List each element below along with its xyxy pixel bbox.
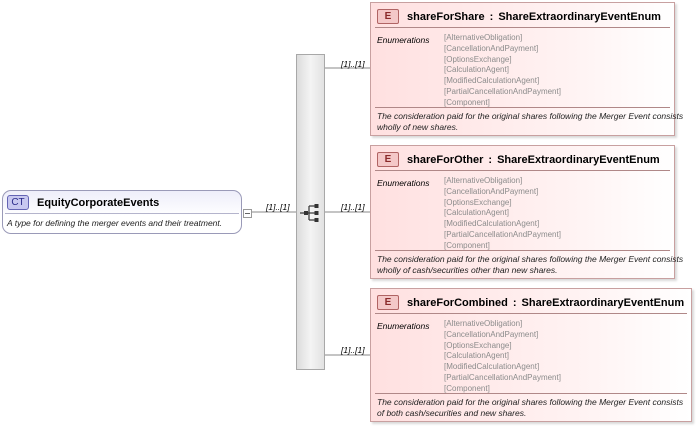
collapse-toggle-icon[interactable] (243, 209, 252, 218)
enum-value: [ModifiedCalculationAgent] (444, 362, 540, 372)
element-header: E shareForShare: ShareExtraordinaryEventE… (377, 9, 661, 24)
element-type: ShareExtraordinaryEventEnum (497, 153, 660, 166)
complex-type-badge: CT (7, 195, 29, 210)
complex-type-header: CT EquityCorporateEvents (7, 195, 159, 210)
element-type-separator: : (512, 296, 517, 309)
complex-type-box[interactable]: CT EquityCorporateEvents A type for defi… (2, 190, 242, 234)
enum-value: [ModifiedCalculationAgent] (444, 76, 540, 86)
element-header: E shareForOther: ShareExtraordinaryEventE… (377, 152, 660, 167)
element-name: shareForShare (407, 10, 485, 23)
element-documentation: The consideration paid for the original … (377, 111, 684, 132)
element-cardinality-label: [1]..[1] (341, 59, 365, 69)
element-badge: E (377, 295, 399, 310)
enumeration-list: [AlternativeObligation] [CancellationAnd… (444, 319, 561, 395)
ct-cardinality-label: [1]..[1] (266, 202, 290, 212)
element-box-share-for-other[interactable]: E shareForOther: ShareExtraordinaryEventE… (370, 145, 683, 279)
element-documentation: The consideration paid for the original … (377, 254, 684, 275)
complex-type-name: EquityCorporateEvents (37, 196, 160, 209)
enum-value: [CalculationAgent] (444, 208, 509, 218)
element-divider (375, 250, 670, 251)
enum-value: [AlternativeObligation] (444, 319, 523, 328)
enum-value: [AlternativeObligation] (444, 33, 523, 42)
element-type-separator: : (489, 10, 494, 23)
enum-value: [PartialCancellationAndPayment] (444, 372, 561, 382)
enum-value: [PartialCancellationAndPayment] (444, 229, 561, 239)
sequence-compositor-icon (300, 204, 319, 222)
element-title: shareForOther: ShareExtraordinaryEventEnu… (407, 154, 660, 166)
element-badge: E (377, 9, 399, 24)
element-divider (375, 170, 670, 171)
enumerations-label: Enumerations (377, 178, 430, 188)
element-documentation: The consideration paid for the original … (377, 397, 684, 418)
complex-type-documentation: A type for defining the merger events an… (7, 218, 223, 228)
enumeration-list: [AlternativeObligation] [CancellationAnd… (444, 33, 561, 109)
enumeration-list: [AlternativeObligation] [CancellationAnd… (444, 176, 561, 252)
element-box-share-for-combined[interactable]: E shareForCombined: ShareExtraordinaryEve… (370, 288, 692, 422)
element-title: shareForCombined: ShareExtraordinaryEvent… (407, 297, 684, 309)
enum-value: [AlternativeObligation] (444, 176, 523, 185)
enum-value: [OptionsExchange] (444, 197, 512, 207)
enum-value: [Component] (444, 97, 490, 107)
enum-value: [OptionsExchange] (444, 54, 512, 64)
enumerations-label: Enumerations (377, 321, 430, 331)
enum-value: [OptionsExchange] (444, 340, 512, 350)
element-divider (375, 313, 687, 314)
element-type: ShareExtraordinaryEventEnum (521, 296, 685, 309)
enum-value: [CancellationAndPayment] (444, 329, 539, 339)
element-type-separator: : (488, 153, 493, 166)
element-cardinality-label: [1]..[1] (341, 345, 365, 355)
element-divider (375, 107, 670, 108)
element-cardinality-label: [1]..[1] (341, 202, 365, 212)
enumerations-label: Enumerations (377, 35, 430, 45)
element-type: ShareExtraordinaryEventEnum (498, 10, 661, 23)
element-header: E shareForCombined: ShareExtraordinaryEve… (377, 295, 684, 310)
element-title: shareForShare: ShareExtraordinaryEventEnu… (407, 11, 661, 23)
enum-value: [CalculationAgent] (444, 65, 509, 75)
element-name: shareForCombined (407, 296, 508, 309)
enum-value: [Component] (444, 240, 490, 250)
complex-type-divider (5, 213, 239, 214)
element-badge: E (377, 152, 399, 167)
element-name: shareForOther (407, 153, 484, 166)
enum-value: [CalculationAgent] (444, 351, 509, 361)
enum-value: [Component] (444, 383, 490, 393)
element-divider (375, 393, 687, 394)
sequence-compositor[interactable] (296, 54, 325, 370)
enum-value: [CancellationAndPayment] (444, 186, 539, 196)
element-divider (375, 27, 670, 28)
element-box-share-for-share[interactable]: E shareForShare: ShareExtraordinaryEventE… (370, 2, 683, 136)
enum-value: [PartialCancellationAndPayment] (444, 86, 561, 96)
enum-value: [CancellationAndPayment] (444, 43, 539, 53)
enum-value: [ModifiedCalculationAgent] (444, 219, 540, 229)
